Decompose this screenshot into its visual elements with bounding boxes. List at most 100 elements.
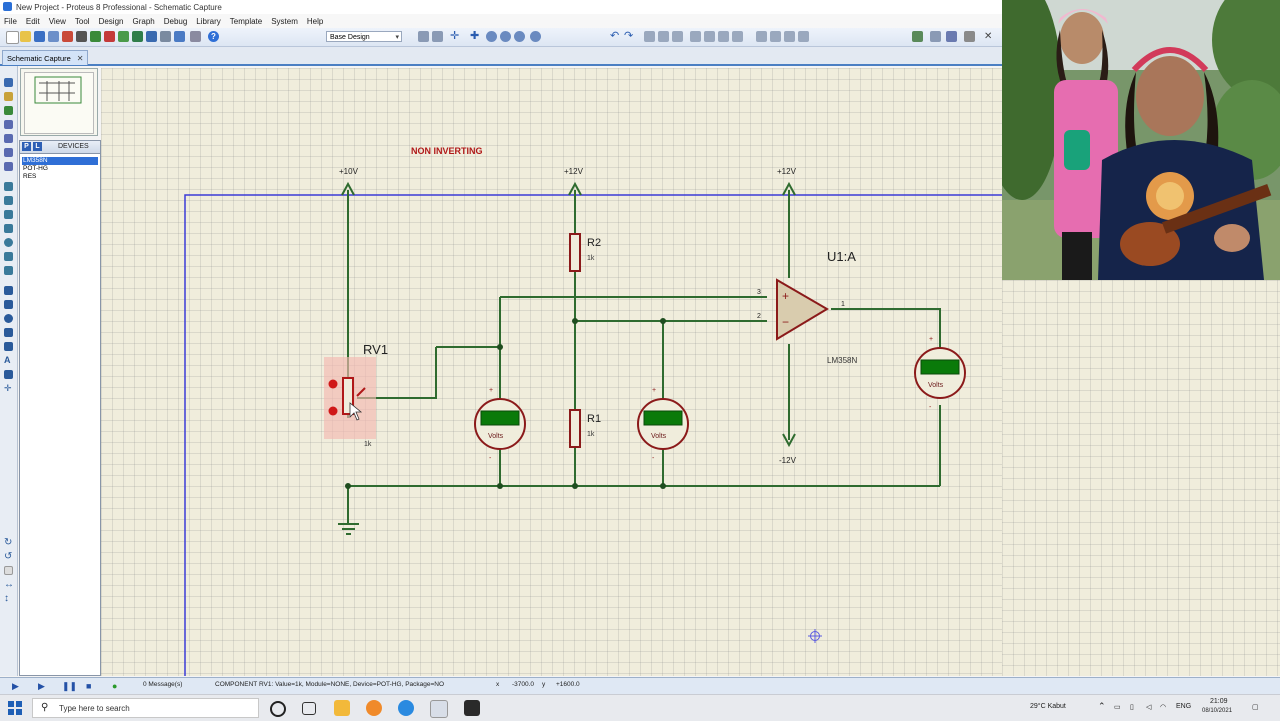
zoom-all-icon[interactable] bbox=[514, 31, 525, 42]
buses-icon[interactable] bbox=[4, 148, 13, 157]
bom-icon[interactable] bbox=[146, 31, 157, 42]
generator-icon[interactable] bbox=[4, 238, 13, 247]
stop-icon[interactable]: ■ bbox=[86, 681, 92, 691]
redo-icon[interactable]: ↷ bbox=[624, 30, 634, 42]
paste-icon[interactable] bbox=[672, 31, 683, 42]
schematic-canvas-extension[interactable] bbox=[1002, 280, 1280, 676]
menu-help[interactable]: Help bbox=[306, 16, 324, 26]
subcircuit-icon[interactable] bbox=[4, 162, 13, 171]
pan-icon[interactable]: ✚ bbox=[470, 30, 480, 42]
menu-graph[interactable]: Graph bbox=[132, 16, 155, 26]
resistor-r1[interactable]: R1 1k bbox=[569, 409, 601, 448]
voltmeter-3[interactable]: Volts + - bbox=[914, 336, 966, 411]
wire-label-icon[interactable] bbox=[4, 120, 13, 129]
mirror-y-icon[interactable]: ↕ bbox=[4, 593, 9, 604]
circle-icon[interactable] bbox=[4, 314, 13, 323]
pick-devices-button[interactable]: P bbox=[22, 142, 31, 151]
grid-icon[interactable] bbox=[432, 31, 443, 42]
menu-library[interactable]: Library bbox=[196, 16, 221, 26]
proteus-taskbar-icon[interactable] bbox=[430, 700, 448, 718]
edge-icon[interactable] bbox=[398, 700, 414, 716]
pause-icon[interactable]: ❚❚ bbox=[62, 681, 78, 691]
source-code-icon[interactable] bbox=[174, 31, 185, 42]
ground-symbol[interactable] bbox=[338, 523, 359, 535]
wifi-icon[interactable]: ◠ bbox=[1160, 704, 1167, 711]
arc-icon[interactable] bbox=[4, 328, 13, 337]
file-explorer-icon[interactable] bbox=[334, 700, 350, 716]
close-project-icon[interactable] bbox=[48, 31, 59, 42]
origin-icon[interactable]: ✛ bbox=[450, 30, 460, 42]
rotation-field[interactable] bbox=[4, 566, 13, 575]
gerber-icon[interactable] bbox=[132, 31, 143, 42]
box-icon[interactable] bbox=[4, 300, 13, 309]
menu-file[interactable]: File bbox=[4, 16, 17, 26]
settings-icon[interactable] bbox=[190, 31, 201, 42]
menu-tool[interactable]: Tool bbox=[74, 16, 90, 26]
device-pins-icon[interactable] bbox=[4, 196, 13, 205]
new-file-icon[interactable] bbox=[6, 31, 19, 44]
block-copy-icon[interactable] bbox=[690, 31, 701, 42]
probe-icon[interactable] bbox=[4, 252, 13, 261]
device-item-lm358n[interactable]: LM358N bbox=[22, 157, 98, 165]
virtual-instruments-icon[interactable] bbox=[4, 266, 13, 275]
line-icon[interactable] bbox=[4, 286, 13, 295]
browser-icon[interactable] bbox=[366, 700, 382, 716]
schematic-icon[interactable] bbox=[90, 31, 101, 42]
cortana-icon[interactable] bbox=[270, 701, 286, 717]
tab-close-icon[interactable]: ✕ bbox=[76, 53, 84, 63]
network-icon[interactable]: ▭ bbox=[1114, 704, 1121, 711]
block-delete-icon[interactable] bbox=[732, 31, 743, 42]
windows-start-icon[interactable] bbox=[8, 701, 22, 715]
component-mode-icon[interactable] bbox=[4, 92, 13, 101]
potentiometer-rv1[interactable]: RV1 1k bbox=[324, 342, 388, 448]
tray-chevron-icon[interactable]: ⌃ bbox=[1098, 701, 1106, 711]
menu-view[interactable]: View bbox=[48, 16, 66, 26]
refresh-icon[interactable] bbox=[418, 31, 429, 42]
menu-design[interactable]: Design bbox=[98, 16, 124, 26]
power-terminal-neg12v[interactable]: -12V bbox=[779, 344, 797, 465]
pcb-icon[interactable] bbox=[104, 31, 115, 42]
power-terminal-12v-b[interactable]: +12V bbox=[777, 167, 797, 278]
design-explorer-icon[interactable] bbox=[160, 31, 171, 42]
undo-icon[interactable]: ↶ bbox=[610, 30, 620, 42]
opamp-u1a[interactable]: + − 3 2 1 U1:A LM358N bbox=[757, 249, 857, 365]
text-icon[interactable]: A bbox=[4, 355, 11, 365]
weather-status[interactable]: 29°C Kabut bbox=[1030, 703, 1066, 710]
electrical-rule-icon[interactable] bbox=[964, 31, 975, 42]
pick-device-icon[interactable] bbox=[756, 31, 767, 42]
text-script-icon[interactable] bbox=[4, 134, 13, 143]
language-indicator[interactable]: ENG bbox=[1176, 703, 1192, 710]
mirror-x-icon[interactable]: ↔ bbox=[4, 579, 14, 590]
path-icon[interactable] bbox=[4, 342, 13, 351]
clock-date[interactable]: 08/10/2021 bbox=[1202, 708, 1233, 714]
step-icon[interactable]: ▶ bbox=[38, 681, 45, 691]
junction-dot-icon[interactable] bbox=[4, 106, 13, 115]
design-explorer-tool-icon[interactable] bbox=[930, 31, 941, 42]
library-manager-button[interactable]: L bbox=[33, 142, 42, 151]
zoom-area-icon[interactable] bbox=[530, 31, 541, 42]
resistor-r2[interactable]: R2 1k bbox=[569, 233, 601, 272]
terminals-icon[interactable] bbox=[4, 182, 13, 191]
decompose-icon[interactable] bbox=[798, 31, 809, 42]
marker-icon[interactable]: ✛ bbox=[4, 383, 12, 393]
tape-recorder-icon[interactable] bbox=[4, 224, 13, 233]
3d-view-icon[interactable] bbox=[118, 31, 129, 42]
voltmeter-1[interactable]: Volts + - bbox=[474, 387, 526, 462]
menu-template[interactable]: Template bbox=[229, 16, 263, 26]
tab-schematic-capture[interactable]: Schematic Capture ✕ bbox=[2, 50, 89, 65]
messages-count[interactable]: 0 Message(s) bbox=[143, 681, 183, 688]
import-icon[interactable] bbox=[62, 31, 73, 42]
menu-system[interactable]: System bbox=[271, 16, 298, 26]
schematic-canvas[interactable]: NON INVERTING +10V +12V +12V -12V R bbox=[101, 68, 1002, 676]
block-rotate-icon[interactable] bbox=[718, 31, 729, 42]
netlist-icon[interactable] bbox=[946, 31, 957, 42]
block-move-icon[interactable] bbox=[704, 31, 715, 42]
cut-icon[interactable] bbox=[644, 31, 655, 42]
task-view-icon[interactable] bbox=[302, 702, 316, 715]
zoom-out-icon[interactable] bbox=[500, 31, 511, 42]
taskbar-search-box[interactable]: ⚲ Type here to search bbox=[32, 698, 259, 718]
device-item-pot-hg[interactable]: POT-HG bbox=[23, 165, 48, 172]
copy-icon[interactable] bbox=[658, 31, 669, 42]
close-icon[interactable]: ✕ bbox=[984, 31, 993, 42]
battery-icon[interactable]: ▯ bbox=[1130, 704, 1134, 711]
